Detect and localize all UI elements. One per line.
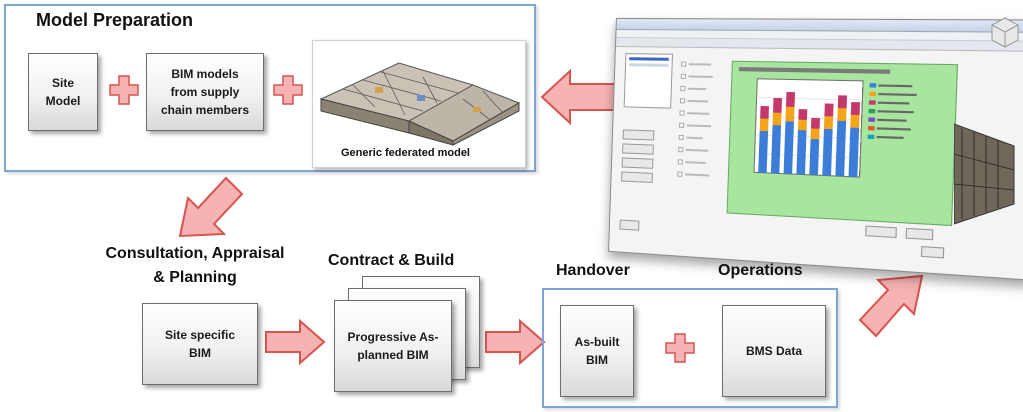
model-preparation-frame [4,4,536,172]
consultation-heading: Consultation, Appraisal & Planning [105,245,285,286]
operations-heading: Operations [718,262,803,279]
window-button-3[interactable] [619,219,640,231]
side-button-3[interactable] [621,157,654,169]
side-button-1[interactable] [622,129,655,141]
block-arrow-icon [178,176,244,238]
window-button-1[interactable] [865,225,897,239]
block-arrow-icon [485,318,546,366]
stacked-bar-chart [738,67,917,225]
building-model-icon [954,123,1015,225]
bms-software-screenshot [608,17,1023,281]
model-preparation-title: Model Preparation [36,10,194,30]
bms-data-box: BMS Data [722,305,826,397]
energy-chart-panel [726,60,959,227]
progressive-bim-box: Progressive As-planned BIM [334,300,452,392]
as-built-bim-box: As-built BIM [560,305,634,397]
handover-operations-frame [542,288,838,408]
handover-heading: Handover [556,262,630,279]
side-button-4[interactable] [621,171,653,184]
block-arrow-icon [265,318,326,366]
window-button-4[interactable] [920,246,945,259]
checkbox-list [677,60,720,184]
site-specific-bim-box: Site specific BIM [142,303,258,385]
federated-model-image: Generic federated model [312,40,526,168]
chart-legend [867,83,917,140]
contract-build-heading: Contract & Build [328,252,455,269]
plus-icon [273,75,303,105]
site-model-box: Site Model [28,53,98,131]
block-arrow-icon [858,274,924,338]
bim-models-box: BIM models from supply chain members [146,53,264,131]
cube-icon [991,17,1019,48]
plus-icon [665,333,695,363]
window-button-2[interactable] [905,227,934,241]
selection-list [623,53,674,109]
building-model-icon [319,62,521,146]
block-arrow-icon [540,68,616,126]
federated-model-caption: Generic federated model [341,147,470,159]
plus-icon [109,75,139,105]
side-button-2[interactable] [622,143,654,155]
